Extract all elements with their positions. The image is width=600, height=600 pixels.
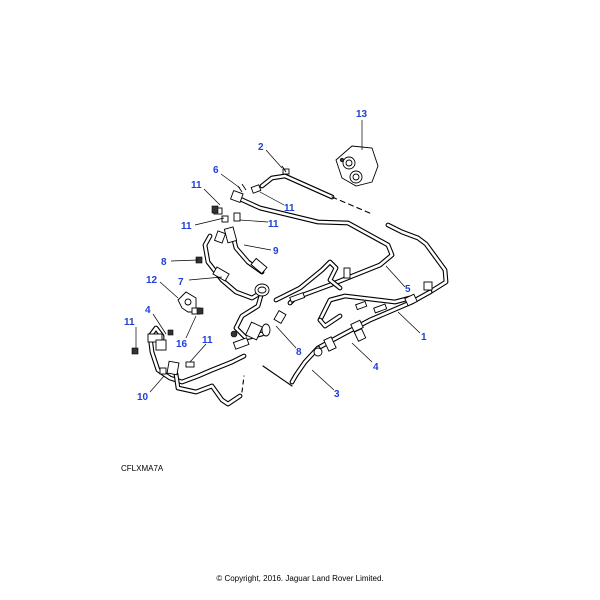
callout-11-b: 11	[284, 203, 295, 214]
callout-6: 6	[213, 165, 219, 176]
callout-11-c: 11	[181, 221, 192, 232]
callout-11-a: 11	[191, 180, 202, 191]
callout-11-e: 11	[124, 317, 135, 328]
expansion-valve-13	[335, 145, 379, 187]
callout-labels: 13 2 6 11 11 11 11 9 8 12 7 5 4 11 16 11…	[124, 109, 427, 403]
leader-lines	[135, 120, 421, 393]
diagram-reference-code: CFLXMA7A	[121, 464, 164, 473]
callout-13: 13	[356, 109, 368, 120]
callout-4-a: 4	[145, 305, 151, 316]
callout-5: 5	[405, 284, 411, 295]
callout-3: 3	[334, 389, 340, 400]
callout-8-a: 8	[161, 257, 167, 268]
pipe-5	[235, 195, 395, 306]
callout-11-d: 11	[268, 219, 279, 230]
callout-2: 2	[258, 142, 264, 153]
callout-8-b: 8	[296, 347, 302, 358]
fittings	[131, 165, 433, 376]
callout-10: 10	[137, 392, 149, 403]
pipe-2	[259, 173, 449, 295]
callout-9: 9	[273, 246, 279, 257]
pipe-3	[262, 345, 321, 387]
hose-7	[202, 233, 265, 341]
callout-12: 12	[146, 275, 158, 286]
copyright-notice: © Copyright, 2016. Jaguar Land Rover Lim…	[216, 574, 384, 583]
callout-11-f: 11	[202, 335, 213, 346]
callout-16: 16	[176, 339, 188, 350]
pipe-10	[147, 325, 247, 407]
callout-1: 1	[421, 332, 427, 343]
callout-7: 7	[178, 277, 184, 288]
callout-4-b: 4	[373, 362, 379, 373]
